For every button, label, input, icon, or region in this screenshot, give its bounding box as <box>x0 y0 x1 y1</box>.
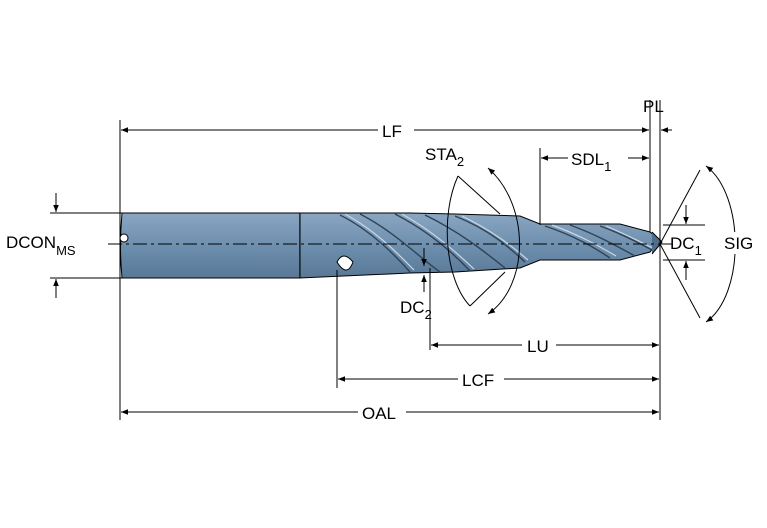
shank <box>120 212 301 279</box>
flutes <box>339 213 653 273</box>
dc1-label: DC1 <box>670 234 702 258</box>
drill-tip <box>651 231 663 255</box>
sdl-label: SDL1 <box>571 150 611 174</box>
oal-label: OAL <box>362 404 396 423</box>
dc2-label: DC2 <box>400 298 432 322</box>
sta-label: STA2 <box>425 145 464 169</box>
dcon-label: DCONMS <box>6 233 76 258</box>
pl-label: PL <box>643 97 664 116</box>
sta-angle-arc <box>487 167 520 315</box>
drill-body <box>119 212 663 279</box>
lf-label: LF <box>382 122 402 141</box>
sig-label: SIG <box>724 234 753 253</box>
extension-lines <box>50 100 705 420</box>
lcf-label: LCF <box>462 371 494 390</box>
lu-label: LU <box>527 337 549 356</box>
